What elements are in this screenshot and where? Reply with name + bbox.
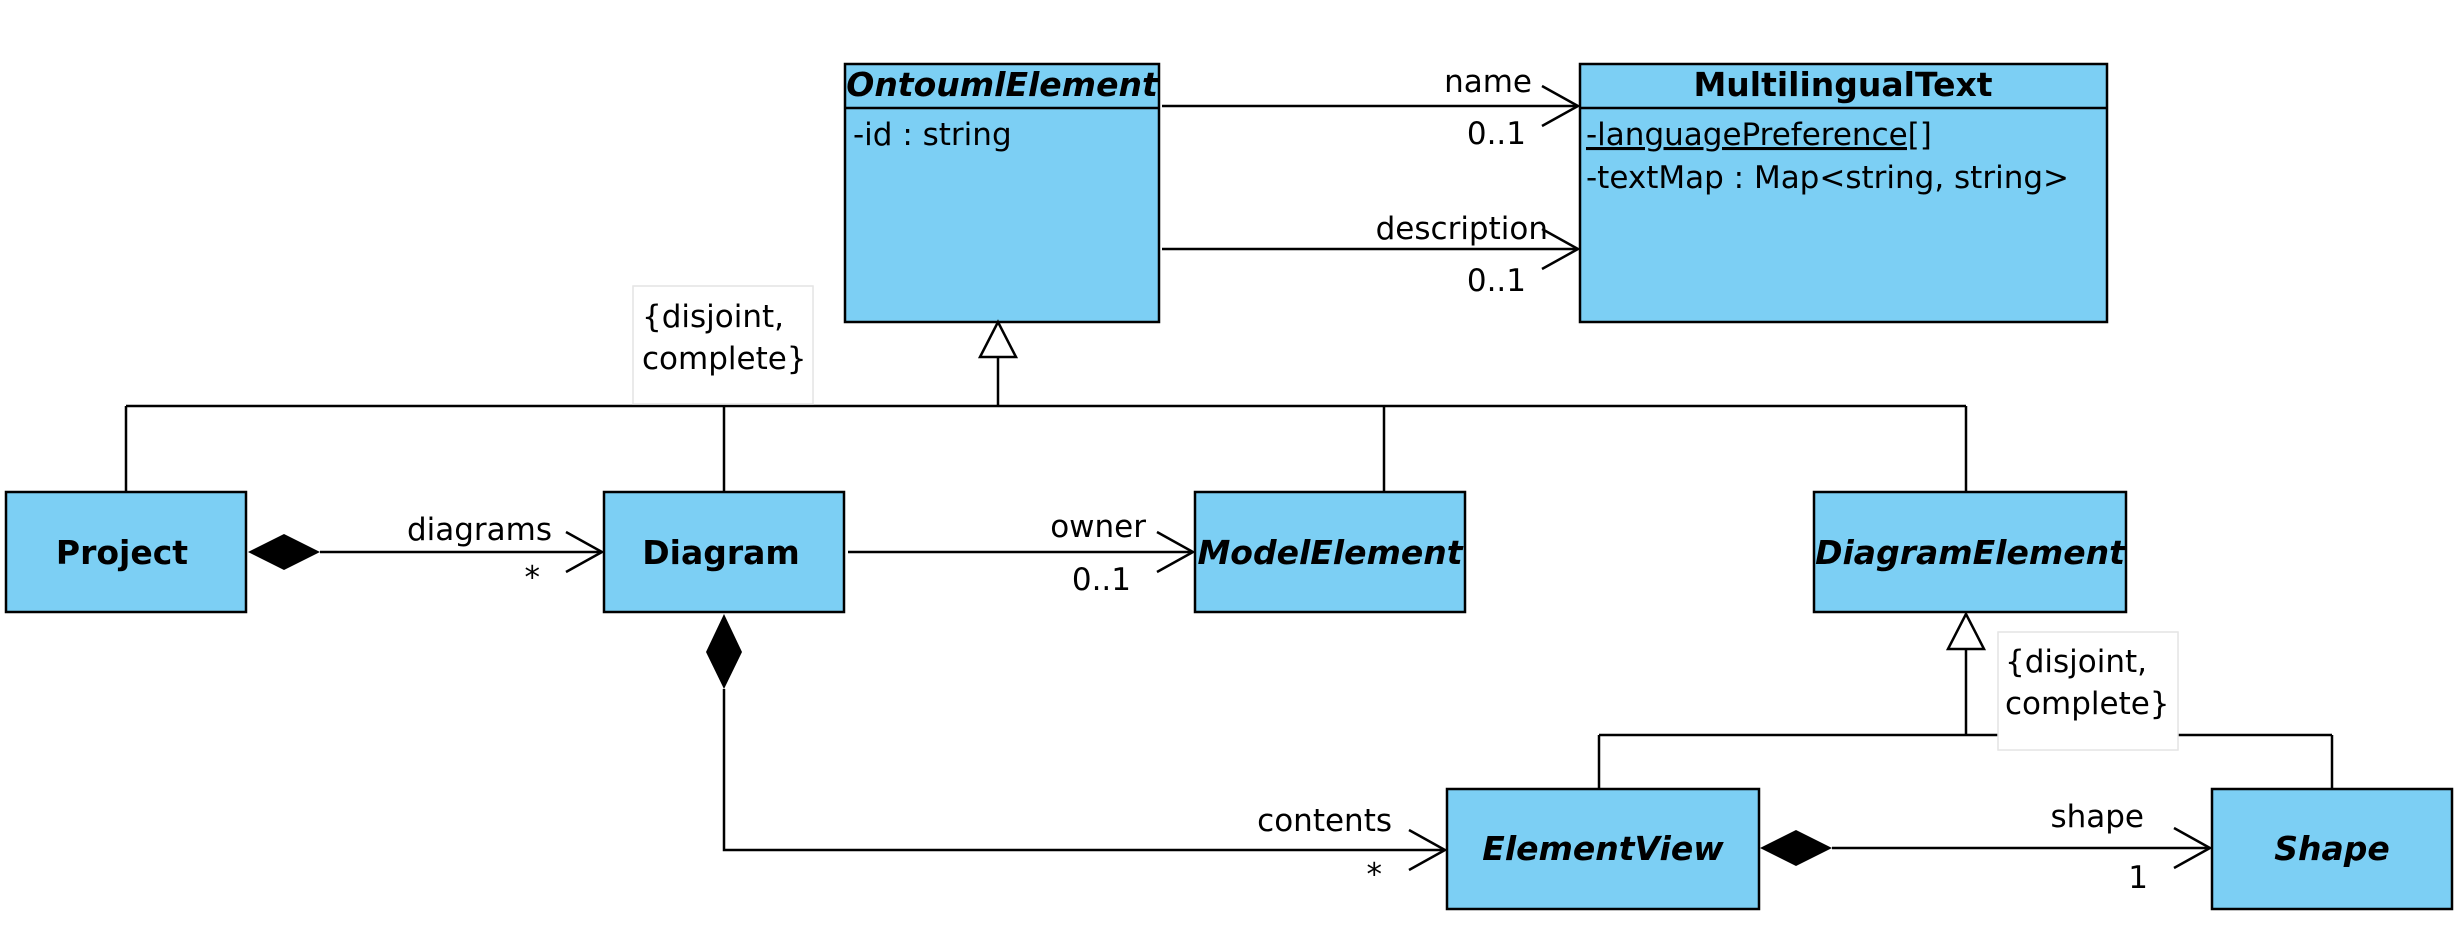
open-arrowhead [1156,530,1196,574]
association-name: name 0..1 [1162,64,1581,152]
class-element-view[interactable]: ElementView [1445,787,1761,911]
open-arrowhead [2173,826,2213,870]
class-multilingual-text[interactable]: MultilingualText -languagePreference[] -… [1578,62,2109,324]
role-name: shape [2050,799,2144,835]
role-name: description [1376,211,1548,247]
attribute-language-preference: -languagePreference[] [1586,117,1932,153]
class-diagram[interactable]: Diagram [602,490,846,614]
class-name: ElementView [1482,829,1724,868]
multiplicity: 1 [2128,860,2148,896]
open-arrowhead [1541,84,1581,128]
generalization-ontouml-element [124,319,1968,492]
association-shape: shape 1 [1760,799,2213,896]
class-model-element[interactable]: ModelElement [1193,490,1467,614]
association-diagrams: diagrams * [248,512,605,596]
role-name: diagrams [407,512,552,548]
association-owner: owner 0..1 [848,509,1196,598]
multiplicity: * [525,560,541,596]
class-diagram-element[interactable]: DiagramElement [1812,490,2128,614]
open-arrowhead [1408,828,1448,872]
multiplicity: 0..1 [1072,562,1131,598]
attribute-id: -id : string [853,117,1012,153]
constraint-disjoint-complete-2: {disjoint, complete} [1997,631,2179,751]
svg-text:complete}: complete} [642,341,807,377]
association-contents: contents * [706,614,1448,893]
svg-text:{disjoint,: {disjoint, [642,299,784,335]
multiplicity: * [1367,857,1383,893]
composition-diamond [706,614,742,689]
class-name: ModelElement [1197,533,1463,572]
role-name: name [1444,64,1532,100]
class-name: Shape [2274,829,2390,868]
class-shape[interactable]: Shape [2210,787,2454,911]
class-name: MultilingualText [1693,65,1992,104]
open-arrowhead [565,530,605,574]
role-name: owner [1050,509,1146,545]
attribute-text-map: -textMap : Map<string, string> [1586,160,2069,196]
class-name: OntoumlElement [846,65,1159,104]
composition-diamond [1760,830,1832,866]
generalization-arrowhead [1945,611,1987,651]
multiplicity: 0..1 [1467,263,1526,299]
multiplicity: 0..1 [1467,116,1526,152]
constraint-disjoint-complete-1: {disjoint, complete} [632,285,814,405]
class-name: DiagramElement [1815,533,2126,572]
svg-text:complete}: complete} [2005,686,2170,722]
generalization-diagram-element [1597,611,2334,789]
association-description: description 0..1 [1162,211,1581,299]
class-project[interactable]: Project [4,490,248,614]
role-name: contents [1257,803,1392,839]
class-ontouml-element[interactable]: OntoumlElement -id : string [843,62,1161,324]
class-name: Project [56,533,188,572]
open-arrowhead [1541,227,1581,271]
svg-text:{disjoint,: {disjoint, [2005,644,2147,680]
class-name: Diagram [642,533,800,572]
composition-diamond [248,534,320,570]
generalization-arrowhead [977,319,1019,359]
